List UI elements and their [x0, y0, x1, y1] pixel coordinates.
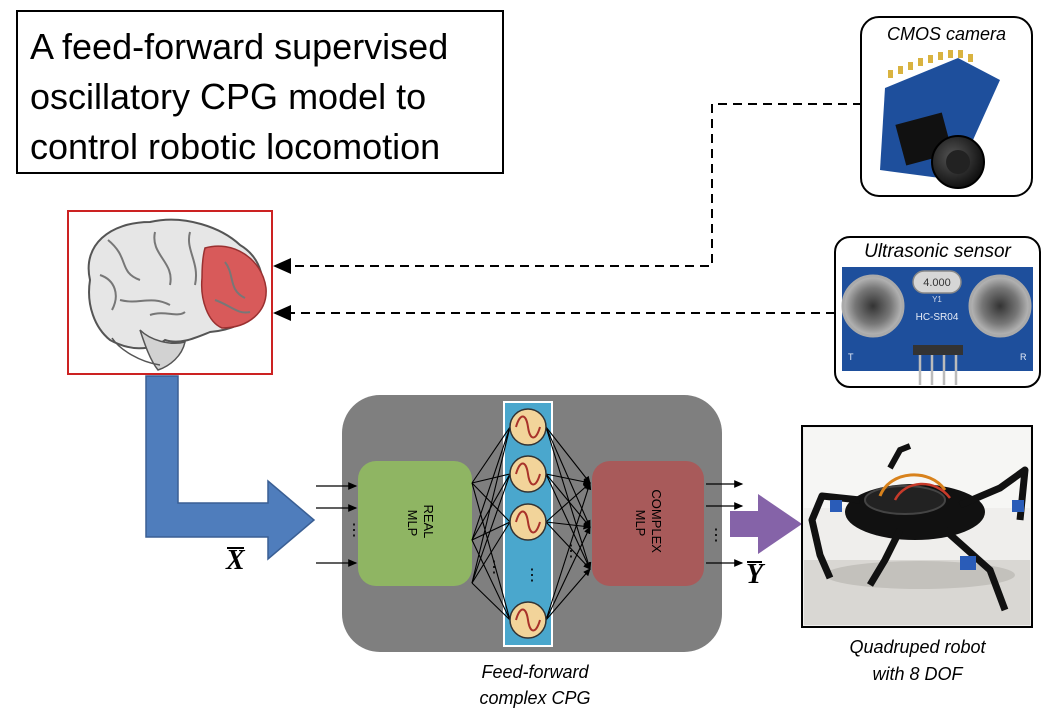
crystal-oscillator — [912, 270, 962, 294]
connection-line — [545, 426, 592, 571]
crystal-label: 4.000 — [923, 277, 951, 289]
svg-text:⋮: ⋮ — [486, 559, 502, 576]
sine-wave-icon — [515, 462, 541, 486]
ultrasonic-transducer-right — [968, 274, 1032, 338]
connection-line — [471, 426, 511, 584]
title-line-2: oscillatory CPG model to — [30, 76, 427, 117]
connection-line — [471, 582, 511, 621]
svg-text:⋮: ⋮ — [563, 543, 579, 560]
connection-line — [545, 473, 591, 528]
connection-line — [471, 426, 511, 541]
sine-wave-icon — [515, 510, 541, 534]
camera-caption: CMOS camera — [886, 24, 1007, 44]
title-line-3: control robotic locomotion — [30, 126, 441, 167]
connection-line — [545, 482, 591, 523]
mlp-output-arrows: ⋮ — [706, 480, 744, 567]
pin-header — [913, 345, 963, 355]
output-ellipsis: ⋮ — [708, 527, 724, 544]
connection-line — [471, 482, 511, 621]
cmos-camera-card — [860, 16, 1033, 197]
connection-line — [545, 521, 591, 570]
connection-line — [545, 473, 591, 570]
connection-line — [471, 426, 511, 484]
r-label: R — [1020, 352, 1027, 362]
mlp-input-arrows: ⋮ — [316, 482, 362, 567]
brain-icon — [87, 218, 267, 371]
connection-line — [545, 481, 592, 621]
model-label: HC-SR04 — [916, 312, 959, 323]
cpg-caption-line-1: Feed-forward — [481, 662, 589, 682]
output-symbol: Y — [746, 559, 764, 590]
feedback-lines — [273, 103, 862, 321]
ultrasonic-transducer-left — [841, 274, 905, 338]
y1-label: Y1 — [932, 295, 942, 304]
title-line-1: A feed-forward supervised — [30, 26, 449, 67]
title-box: A feed-forward supervised oscillatory CP… — [16, 10, 504, 174]
output-arrow — [730, 494, 802, 554]
ultrasonic-caption: Ultrasonic sensor — [864, 241, 1011, 262]
sine-wave-icon — [515, 415, 541, 439]
connection-line — [471, 473, 511, 484]
hidden-ellipses: ⋮ ⋮ ⋮ — [486, 543, 579, 584]
robot-caption-line-1: Quadruped robot — [849, 637, 986, 657]
input-symbol: X — [226, 545, 245, 576]
connection-line — [545, 526, 591, 621]
real-mlp-block — [358, 461, 472, 586]
connection-line — [471, 482, 511, 523]
connection-line — [471, 473, 511, 541]
sine-wave-icon — [515, 608, 541, 632]
ultrasonic-sensor-card: 4.000 Y1 HC-SR04 T R — [834, 236, 1041, 388]
complex-mlp-label: COMPLEX MLP — [633, 489, 664, 556]
brain-box — [67, 210, 273, 375]
connection-line — [471, 473, 511, 584]
complex-mlp-block — [592, 461, 704, 586]
camera-feedback-line — [273, 103, 862, 274]
cpg-caption-line-2: complex CPG — [479, 688, 591, 708]
t-label: T — [848, 352, 854, 362]
quadruped-robot-photo — [801, 425, 1033, 628]
oscillator-connections — [471, 426, 592, 621]
robot-caption: Quadruped robot with 8 DOF — [810, 634, 1025, 688]
connection-line — [545, 426, 591, 529]
input-ellipsis: ⋮ — [346, 522, 362, 539]
svg-text:⋮: ⋮ — [524, 567, 540, 584]
connection-line — [545, 568, 591, 621]
input-arrow — [145, 375, 316, 561]
connection-line — [545, 521, 592, 530]
robot-caption-line-2: with 8 DOF — [872, 664, 963, 684]
connection-line — [545, 473, 592, 485]
connection-line — [471, 521, 511, 541]
oscillator-nodes — [509, 408, 547, 639]
connection-line — [471, 539, 511, 621]
connection-line — [545, 426, 591, 484]
real-mlp-label: REAL MLP — [405, 504, 436, 541]
cpg-caption: Feed-forward complex CPG — [440, 659, 630, 711]
